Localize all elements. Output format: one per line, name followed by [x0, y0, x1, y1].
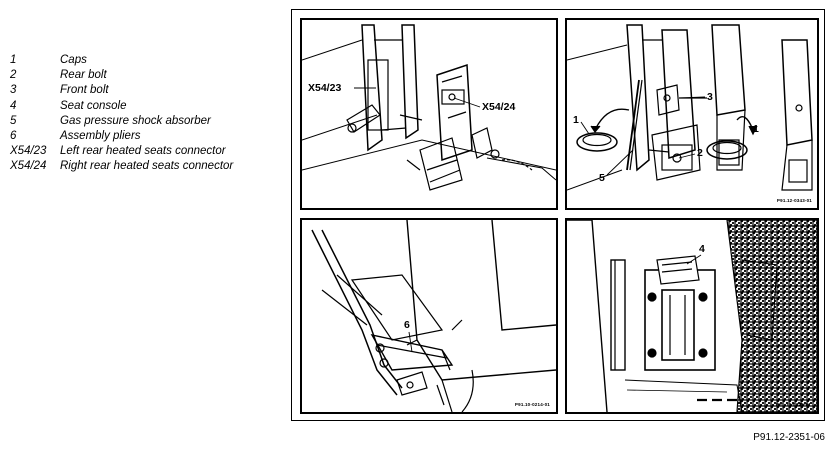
legend-item: 4 Seat console [10, 99, 233, 114]
legend-text: Rear bolt [60, 69, 107, 82]
legend-key: 6 [10, 130, 17, 143]
label-x54-23: X54/23 [308, 82, 342, 94]
panel-code: P91.12-0345-01 [775, 402, 811, 407]
legend-item: 3 Front bolt [10, 83, 233, 98]
label-shock-absorber: 5 [599, 172, 605, 184]
legend-key: 3 [10, 84, 17, 97]
label-assembly-pliers: 6 [404, 319, 410, 331]
legend-key: 2 [10, 69, 17, 82]
callout-leaders [354, 87, 481, 108]
panel-seat-console: 4 P91.12-0345-01 [565, 218, 819, 414]
legend-item: X54/23 Left rear heated seats connector [10, 144, 233, 159]
callout-leaders [580, 96, 706, 176]
callout-leaders [686, 254, 702, 265]
legend-item: 2 Rear bolt [10, 68, 233, 83]
legend-item: 1 Caps [10, 53, 233, 68]
panel-connectors: X54/23 X54/24 [300, 18, 558, 210]
legend-text: Left rear heated seats connector [60, 145, 226, 158]
label-rear-bolt: 2 [697, 147, 703, 159]
callout-leaders [408, 331, 413, 353]
legend-item: X54/24 Right rear heated seats connector [10, 159, 233, 174]
legend-text: Seat console [60, 99, 127, 112]
panel-code: P91.10-0214-01 [514, 402, 550, 407]
legend-key: 4 [10, 99, 17, 112]
legend-item: 5 Gas pressure shock absorber [10, 114, 233, 129]
panel-caps-bolts: 1 3 1 2 5 P91.12-0343-01 [565, 18, 819, 210]
assembly-pliers-illustration [311, 220, 556, 412]
label-x54-24: X54/24 [482, 101, 516, 113]
legend-item: 6 Assembly pliers [10, 129, 233, 144]
figure-code: P91.12-2351-06 [753, 432, 825, 443]
label-seat-console: 4 [699, 243, 705, 255]
panel-code: P91.12-0343-01 [776, 198, 812, 203]
connectors-illustration [302, 24, 556, 191]
figure-frame: X54/23 X54/24 [291, 9, 825, 421]
caps-bolts-illustration [567, 24, 813, 191]
label-caps-right: 1 [753, 123, 759, 135]
panel-assembly-pliers: 6 P91.10-0214-01 [300, 218, 558, 414]
legend-key: 5 [10, 114, 17, 127]
legend-text: Front bolt [60, 84, 109, 97]
seat-console-illustration [567, 220, 817, 412]
legend-text: Gas pressure shock absorber [60, 114, 211, 127]
legend-text: Assembly pliers [60, 130, 141, 143]
legend-text: Caps [60, 54, 87, 66]
legend: 1 Caps 2 Rear bolt 3 Front bolt 4 Seat conso… [10, 53, 233, 175]
legend-key: 1 [10, 54, 17, 66]
label-caps-left: 1 [573, 114, 579, 126]
legend-key: X54/24 [10, 160, 47, 173]
label-front-bolt: 3 [707, 91, 713, 103]
legend-key: X54/23 [10, 145, 47, 158]
legend-text: Right rear heated seats connector [60, 160, 234, 173]
